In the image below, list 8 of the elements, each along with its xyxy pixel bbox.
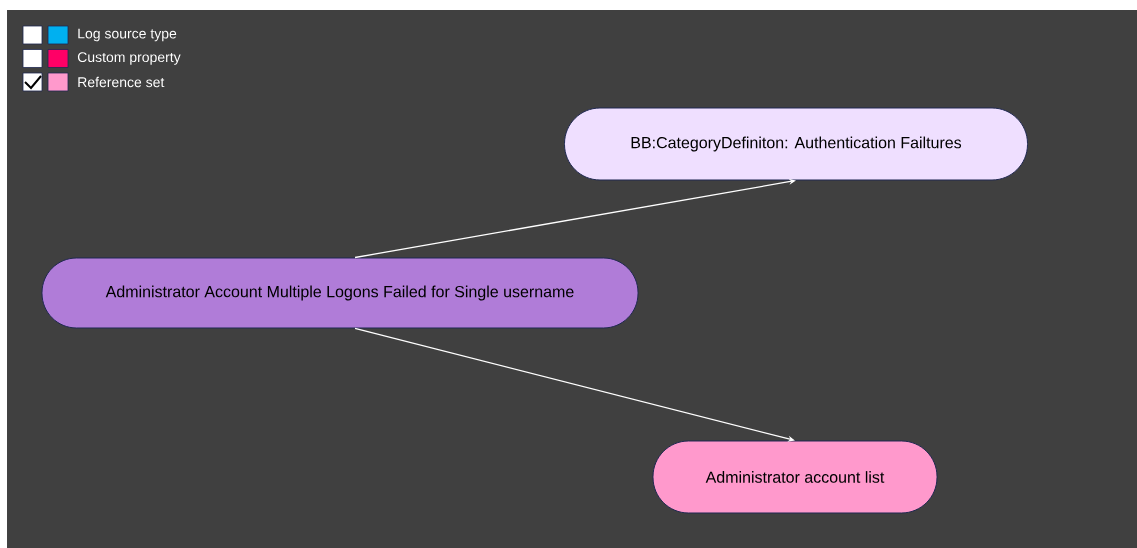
process-pill: Administrator Account Multiple Logons Failed for Single username	[41, 257, 639, 329]
process-pill: BB:CategoryDefiniton: Authentication Failtures	[564, 107, 1028, 181]
process-pill: Administrator account list	[652, 440, 938, 514]
legend-label: Reference set	[78, 76, 165, 88]
arrow	[354, 327, 795, 442]
arrow	[354, 178, 796, 259]
legend-label: Custom property	[77, 52, 181, 65]
legend-label: Log source type	[78, 28, 177, 42]
